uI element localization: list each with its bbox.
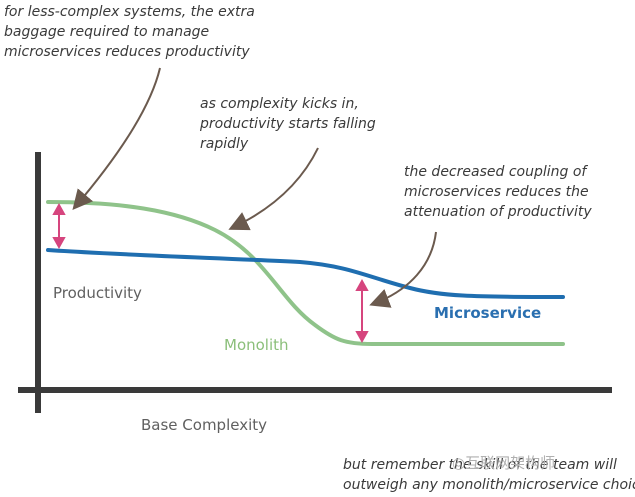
right-annotation: the decreased coupling of microservices … xyxy=(404,162,592,222)
middle-annotation-line-1: as complexity kicks in, xyxy=(200,96,359,112)
right-annotation-line-2: microservices reduces the xyxy=(404,184,589,200)
left-annotation-line-3: microservices reduces productivity xyxy=(4,44,250,60)
middle-annotation: as complexity kicks in, productivity sta… xyxy=(200,94,376,154)
watermark-logo: ◎互联网架构师 xyxy=(452,454,556,472)
microservice-curve xyxy=(46,248,565,299)
left-callout-arrow xyxy=(72,67,161,211)
monolith-curve xyxy=(46,200,565,346)
middle-annotation-line-2: productivity starts falling xyxy=(200,116,376,132)
left-annotation: for less-complex systems, the extra bagg… xyxy=(4,2,255,62)
microservice-label: Microservice xyxy=(434,304,542,322)
middle-annotation-line-3: rapidly xyxy=(200,136,249,152)
right-callout-arrow xyxy=(369,231,437,308)
left-annotation-line-2: baggage required to manage xyxy=(4,24,210,40)
right-gap-bracket xyxy=(355,278,369,344)
bottom-annotation-line-1: but remember the skill of the team will xyxy=(343,457,617,473)
monolith-label: Monolith xyxy=(224,336,289,354)
left-gap-bracket xyxy=(52,202,66,250)
y-axis-label: Productivity xyxy=(53,284,142,302)
middle-callout-arrow xyxy=(228,147,319,231)
x-axis-label: Base Complexity xyxy=(141,416,268,434)
bottom-annotation: but remember the skill of the team will … xyxy=(343,455,635,495)
bottom-annotation-line-2: outweigh any monolith/microservice choic… xyxy=(343,477,635,493)
right-annotation-line-3: attenuation of productivity xyxy=(404,204,592,220)
right-annotation-line-1: the decreased coupling of xyxy=(404,164,587,180)
left-annotation-line-1: for less-complex systems, the extra xyxy=(4,4,255,20)
